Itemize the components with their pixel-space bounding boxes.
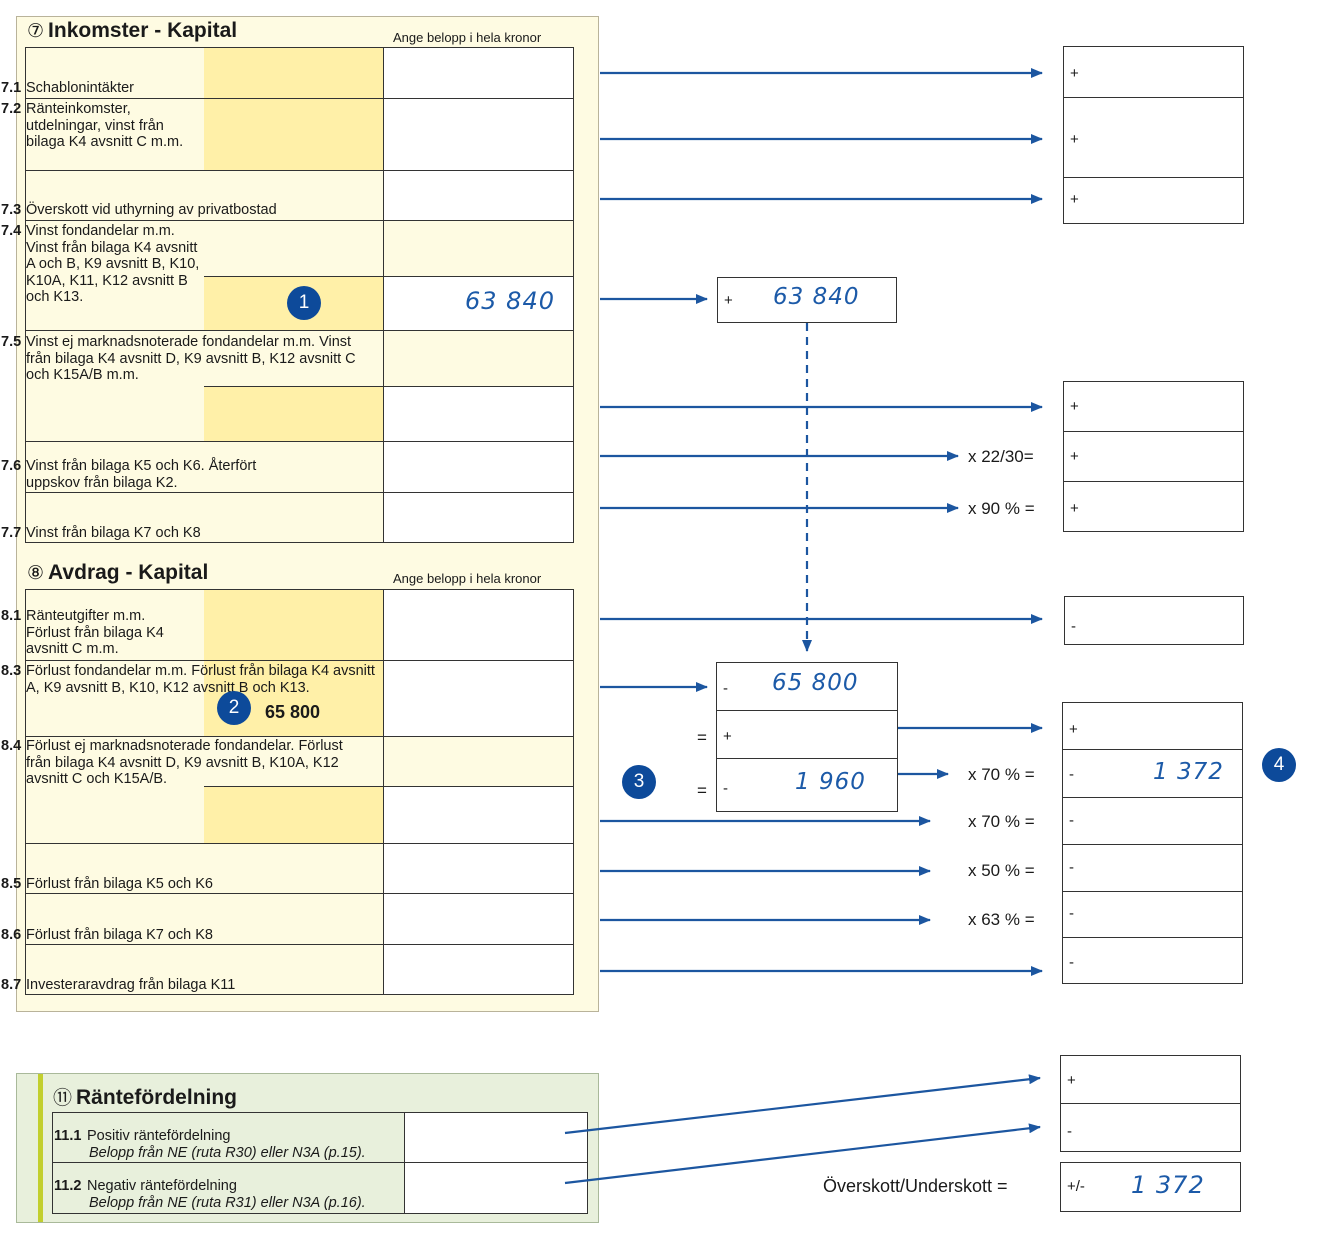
multiplier-50: x 50 % = xyxy=(968,861,1035,880)
amount-input-8-5[interactable] xyxy=(383,843,574,894)
right-box-section-11: + - xyxy=(1060,1055,1241,1152)
section-8-number: ⑧ xyxy=(27,563,45,584)
equals-sign-1: = xyxy=(697,728,707,747)
section-11-number: ⑪ xyxy=(53,1088,73,1109)
amount-input-8-3[interactable] xyxy=(383,660,574,737)
yellow-field xyxy=(204,589,383,660)
yellow-field xyxy=(204,386,383,441)
yellow-field xyxy=(204,48,383,170)
amount-input-7-7[interactable] xyxy=(383,492,574,543)
green-accent-bar xyxy=(38,1074,43,1222)
amount-input-7-3[interactable] xyxy=(383,170,574,221)
result-label: Överskott/Underskott = xyxy=(823,1176,1008,1196)
arrow-11-2 xyxy=(564,1123,1041,1185)
deduction-value: 1 372 xyxy=(1153,759,1224,785)
amount-value-7-4: 63 840 xyxy=(465,287,555,315)
arrow-11-1 xyxy=(564,1074,1041,1135)
calc-netting-box: - 65 800 + - 1 960 xyxy=(716,662,898,812)
yellow-field xyxy=(204,786,383,843)
amount-input-8-6[interactable] xyxy=(383,893,574,945)
multiplier-22-30: x 22/30= xyxy=(968,447,1034,466)
section-8-hint: Ange belopp i hela kronor xyxy=(393,571,542,586)
calc-negative-value: 1 960 xyxy=(795,769,866,795)
section-8-title-text: Avdrag - Kapital xyxy=(48,561,209,584)
right-box-8-1: - xyxy=(1064,596,1244,645)
multiplier-63: x 63 % = xyxy=(968,910,1035,929)
section-7-hint: Ange belopp i hela kronor xyxy=(393,30,542,45)
calc-loss-value: 65 800 xyxy=(772,670,859,696)
amount-input-8-4[interactable] xyxy=(383,786,574,844)
amount-input-7-6[interactable] xyxy=(383,441,574,493)
amount-input-8-1[interactable] xyxy=(383,589,574,661)
calc-gain-sign: + xyxy=(724,292,733,309)
right-box-income-top: + + + xyxy=(1063,46,1244,224)
amount-input-11-2[interactable] xyxy=(404,1162,588,1214)
multiplier-70-b: x 70 % = xyxy=(968,812,1035,831)
row-11-2-sub: Belopp från NE (ruta R31) eller N3A (p.1… xyxy=(89,1194,366,1211)
step-badge-4: 4 xyxy=(1262,748,1296,782)
amount-input-7-2[interactable] xyxy=(383,98,574,171)
equals-sign-2: = xyxy=(697,781,707,800)
right-box-deductions: + - 1 372 - - - - xyxy=(1062,702,1243,984)
step-badge-1: 1 xyxy=(287,286,321,320)
row-11-1-sub: Belopp från NE (ruta R30) eller N3A (p.1… xyxy=(89,1144,366,1161)
result-sign: +/- xyxy=(1067,1178,1085,1195)
calc-negative-cell: - 1 960 xyxy=(723,769,866,797)
step-badge-2: 2 xyxy=(217,691,251,725)
amount-input-7-1[interactable] xyxy=(383,47,574,99)
section-7-number: ⑦ xyxy=(27,21,45,42)
right-box-income-mid: + + + xyxy=(1063,381,1244,532)
multiplier-90: x 90 % = xyxy=(968,499,1035,518)
result-value: 1 372 xyxy=(1131,1171,1205,1199)
calc-gain-box: + 63 840 xyxy=(717,277,897,323)
multiplier-70-a: x 70 % = xyxy=(968,765,1035,784)
amount-input-7-5[interactable] xyxy=(383,386,574,442)
amount-input-8-7[interactable] xyxy=(383,944,574,995)
step-badge-3: 3 xyxy=(622,765,656,799)
amount-input-7-4[interactable]: 63 840 xyxy=(383,276,574,331)
result-box: +/- 1 372 xyxy=(1060,1162,1241,1212)
loss-value-8-3: 65 800 xyxy=(265,702,321,722)
calc-loss-cell: - 65 800 xyxy=(717,663,897,711)
section-11-title-text: Räntefördelning xyxy=(76,1086,238,1109)
calc-positive-cell: + xyxy=(717,711,897,759)
amount-input-11-1[interactable] xyxy=(404,1112,588,1163)
section-7-title-text: Inkomster - Kapital xyxy=(48,19,238,42)
calc-gain-value: 63 840 xyxy=(773,284,860,310)
